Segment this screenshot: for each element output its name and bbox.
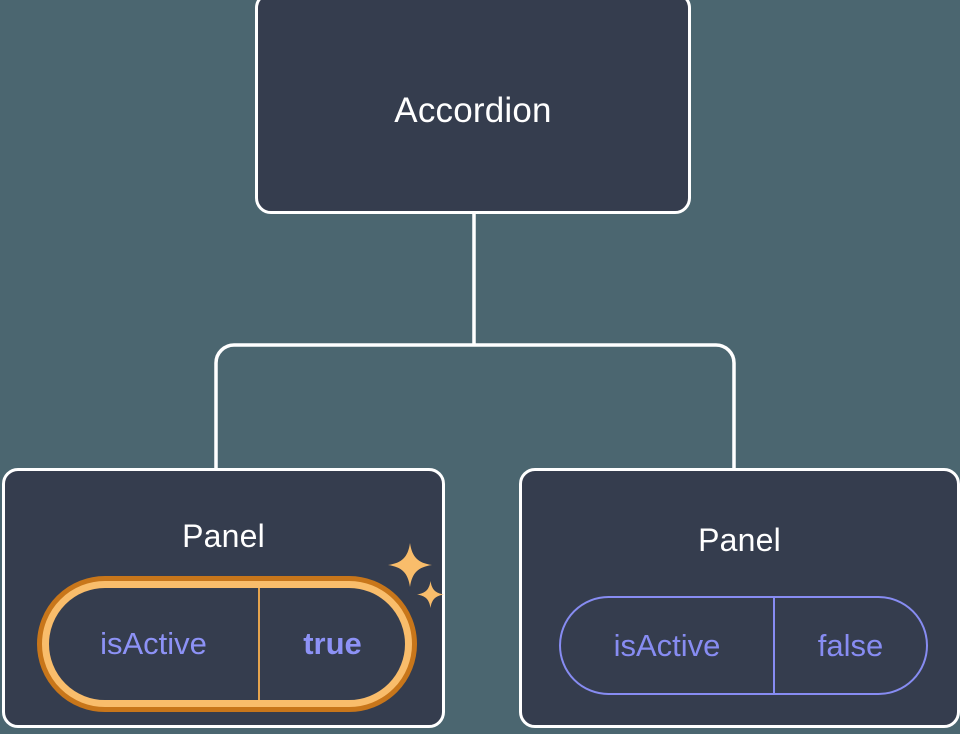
prop-key-label: isActive [49, 588, 260, 700]
node-panel-inactive-title: Panel [698, 522, 781, 558]
prop-key-label: isActive [561, 598, 775, 693]
prop-pill-isactive-true[interactable]: isActive true [37, 576, 417, 712]
node-accordion[interactable]: Accordion [255, 0, 691, 214]
sparkle-small-icon [417, 581, 444, 608]
node-accordion-title: Accordion [394, 91, 552, 130]
prop-pill-inner: isActive true [42, 581, 412, 707]
connector-branch-right [715, 343, 736, 468]
prop-pill-isactive-false[interactable]: isActive false [559, 596, 928, 695]
node-panel-active[interactable]: Panel isActive true [2, 468, 445, 728]
prop-value-label: true [303, 626, 362, 661]
node-panel-inactive[interactable]: Panel isActive false [519, 468, 960, 728]
connector-branch-left [214, 343, 235, 468]
node-panel-active-title: Panel [182, 518, 265, 554]
prop-value-label: false [817, 627, 884, 663]
